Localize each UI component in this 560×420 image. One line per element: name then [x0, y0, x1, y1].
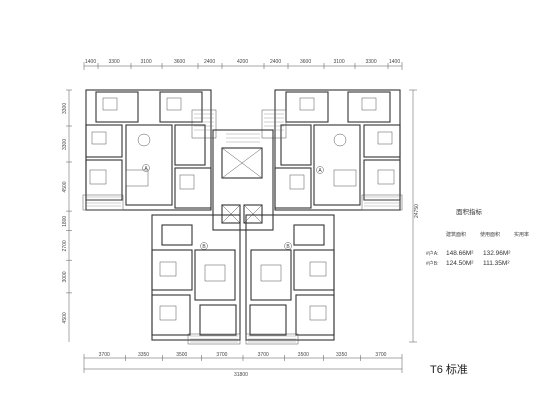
area-table: 面积指标 建筑面积 使用面积 实用率 #户A: 148.66M² 132.96M…: [426, 207, 529, 267]
right-total-dimension: 24750: [414, 204, 420, 218]
top-dimension-1: 3300: [109, 59, 120, 65]
unit-marker-b-left: B: [200, 242, 208, 250]
unit-b-right: [245, 214, 335, 345]
left-dimension-4: 2700: [62, 240, 68, 251]
bottom-dimension-0: 3700: [99, 352, 110, 358]
top-dimension-2: 3100: [141, 59, 152, 65]
title-fade-overlay: [468, 359, 540, 379]
unit-b-left: [151, 214, 241, 345]
core-stair-elevator: [212, 129, 274, 231]
row-a-use-area: 132.96M²: [483, 250, 511, 257]
row-b-label: #户B:: [426, 260, 439, 267]
top-dimension-9: 3300: [366, 59, 377, 65]
top-dimension-0: 1400: [85, 59, 96, 65]
left-dimension-line: 3300 3300 4500 1800 2700 3000 4500: [62, 89, 72, 342]
left-dimension-0: 3300: [62, 103, 68, 114]
drawing-title: T6 标准: [428, 359, 540, 379]
top-dimension-10: 1400: [389, 59, 400, 65]
area-col-build: 建筑面积: [446, 231, 466, 238]
row-b-use-area: 111.35M²: [483, 260, 510, 267]
left-dimension-2: 4500: [62, 181, 68, 192]
top-dimension-5: 4200: [237, 59, 248, 65]
area-col-ratio: 实用率: [514, 231, 529, 238]
bottom-dimension-6: 3350: [336, 352, 347, 358]
bottom-dimension-2: 3500: [176, 352, 187, 358]
bottom-dimension-4: 3700: [258, 352, 269, 358]
left-dimension-3: 1800: [62, 216, 68, 227]
right-dimension-line: [409, 89, 417, 343]
top-dimension-7: 3600: [300, 59, 311, 65]
unit-marker-a-left: A: [142, 164, 150, 172]
drawing-title-text: T6 标准: [430, 364, 468, 376]
top-dimension-line: 1400 3300 3100 3600 2400 4200 2400 3600 3100 3300…: [83, 59, 403, 70]
svg-text:B: B: [202, 244, 206, 250]
top-dimension-3: 3600: [174, 59, 185, 65]
bottom-dimension-5: 3500: [298, 352, 309, 358]
unit-marker-b-right: B: [284, 242, 292, 250]
top-dimension-6: 2400: [270, 59, 281, 65]
unit-a-left: [82, 89, 217, 211]
svg-text:B: B: [286, 244, 290, 250]
left-dimension-1: 3300: [62, 139, 68, 150]
left-dimension-5: 3000: [62, 271, 68, 282]
row-b-build-area: 124.50M²: [446, 260, 474, 267]
svg-text:A: A: [318, 168, 322, 174]
bottom-dimension-7: 3700: [375, 352, 386, 358]
total-dimension: 31800: [234, 372, 248, 378]
unit-a-right: [261, 89, 403, 211]
row-a-label: #户A:: [426, 250, 439, 257]
unit-marker-a-right: A: [316, 166, 324, 174]
bottom-dimension-1: 3350: [138, 352, 149, 358]
bottom-dimension-line: 3700 3350 3500 3700 3700 3500 3350 3700: [83, 352, 403, 373]
svg-text:A: A: [144, 166, 148, 172]
bottom-dimension-3: 3700: [216, 352, 227, 358]
top-dimension-8: 3100: [334, 59, 345, 65]
area-col-use: 使用面积: [480, 231, 500, 238]
area-table-title: 面积指标: [456, 207, 483, 216]
left-dimension-6: 4500: [62, 312, 68, 323]
top-dimension-4: 2400: [204, 59, 215, 65]
row-a-build-area: 148.66M²: [446, 250, 474, 257]
